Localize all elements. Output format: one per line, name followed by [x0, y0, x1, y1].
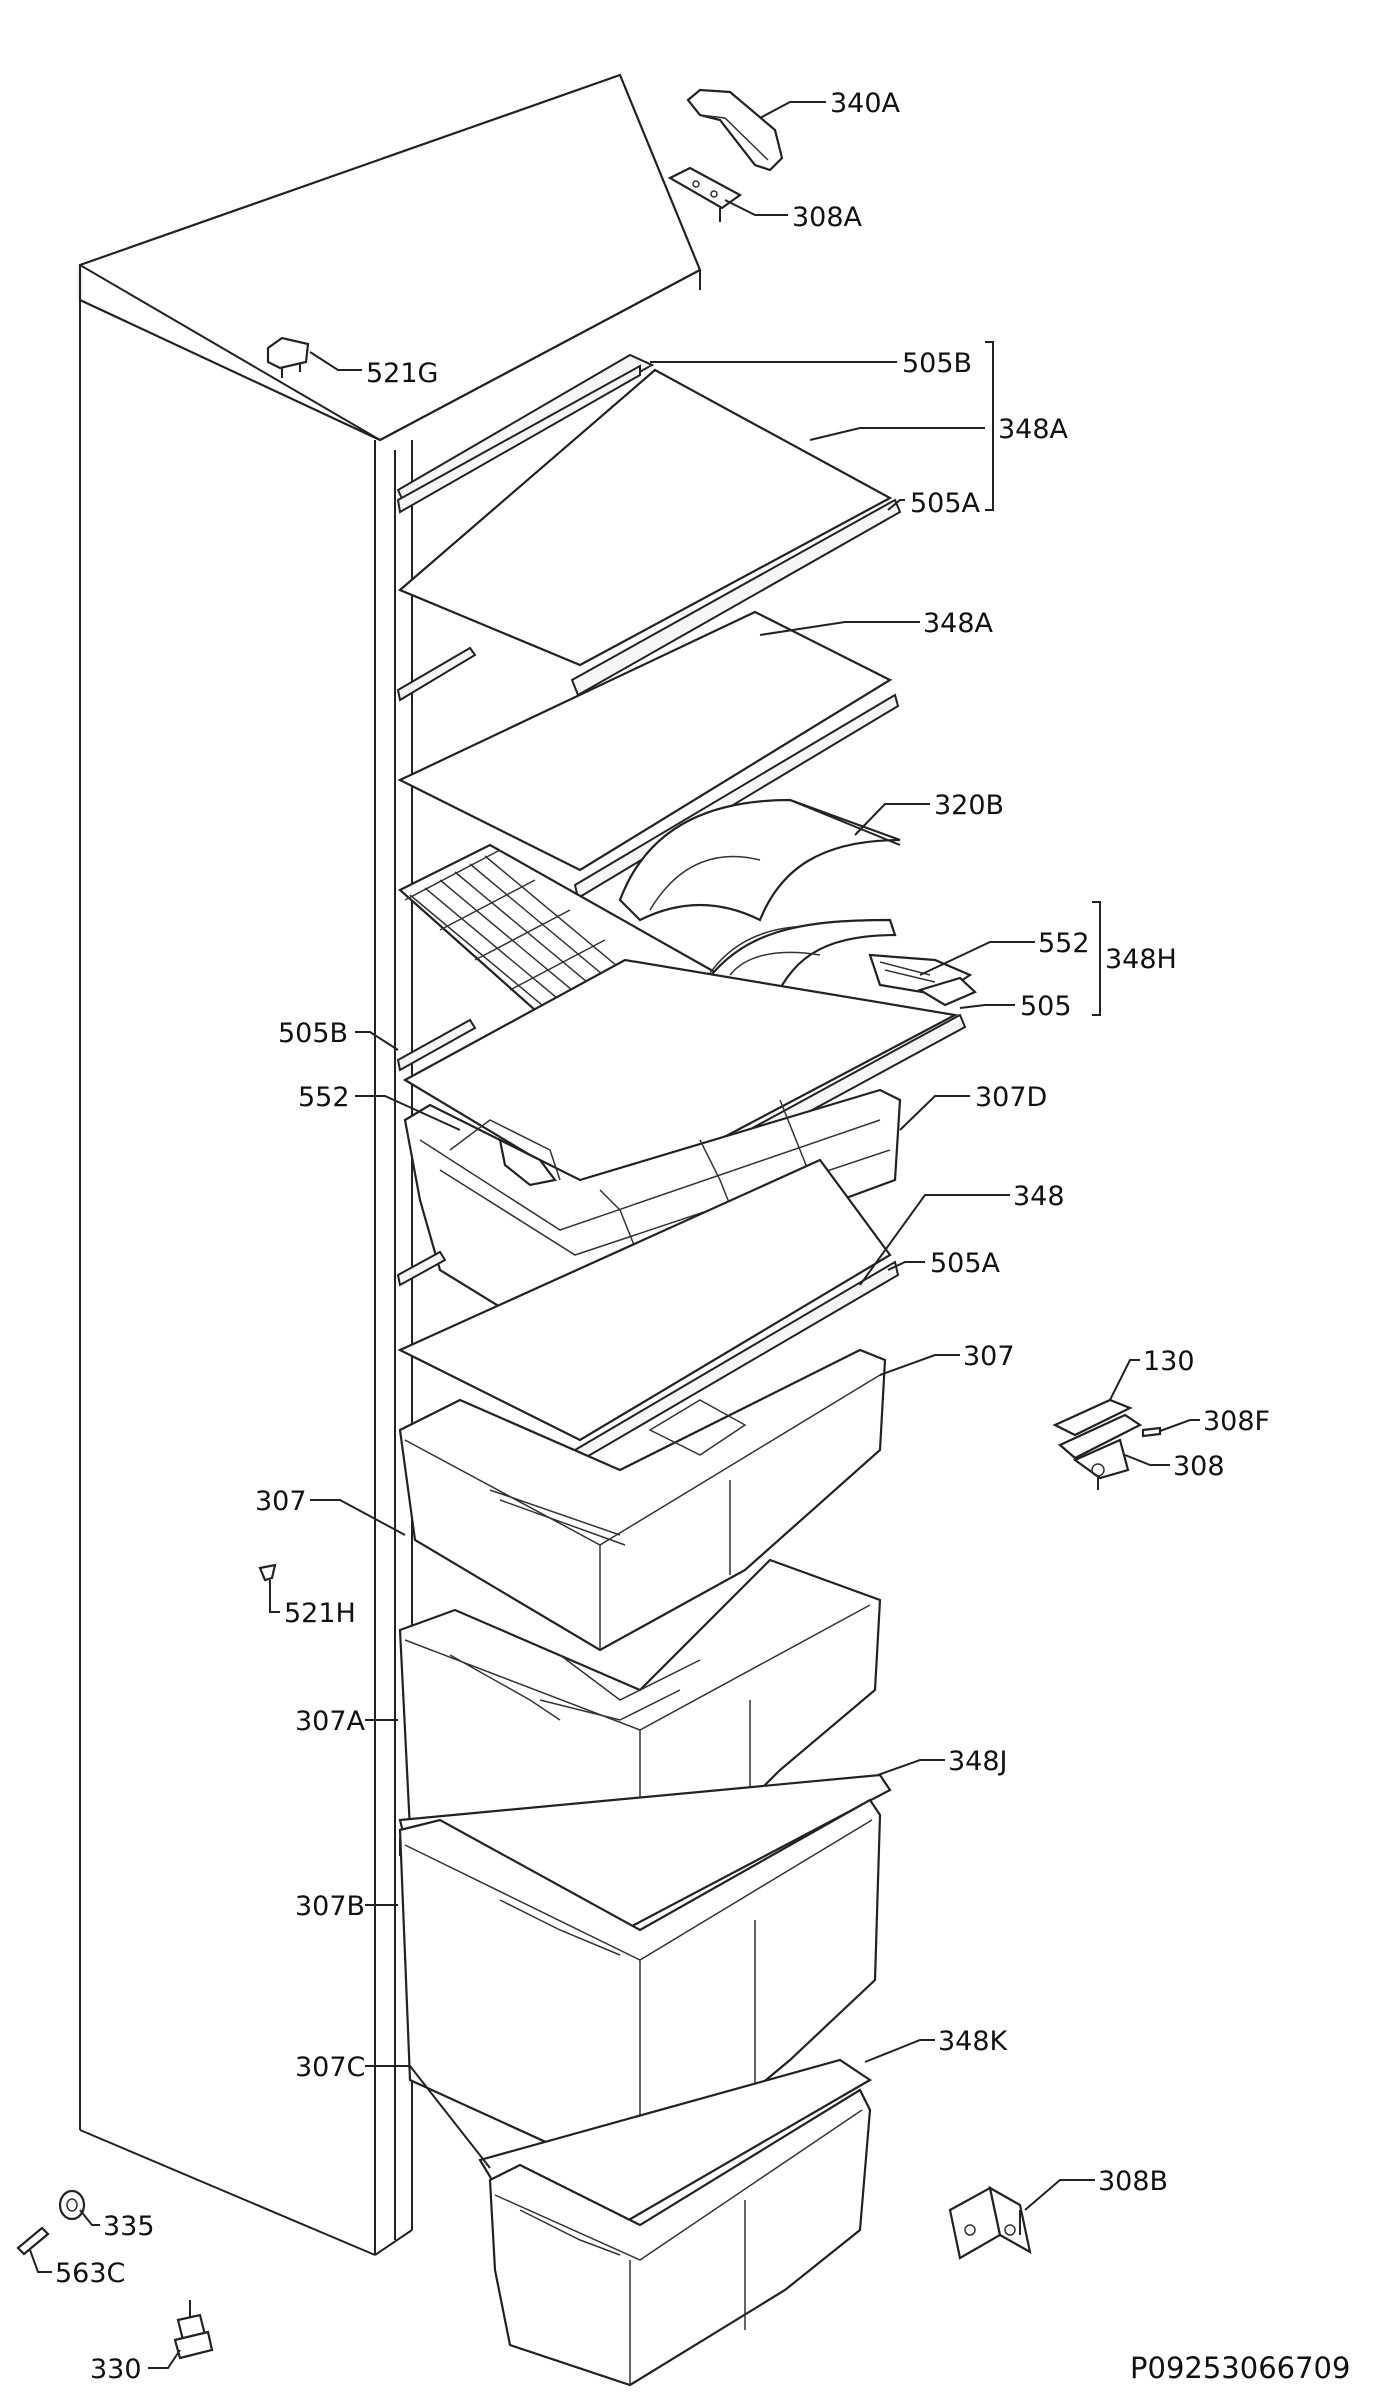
label-320B: 320B: [934, 790, 1004, 821]
group-brackets: [985, 341, 1101, 1016]
label-521G: 521G: [366, 358, 438, 389]
bin-307-upper: [398, 1348, 887, 1652]
label-348A-top: 348A: [998, 414, 1069, 445]
label-348K: 348K: [938, 2026, 1009, 2057]
part-308B-bracket: [948, 2185, 1032, 2260]
bin-307C: [488, 2088, 872, 2387]
label-307B: 307B: [295, 1891, 365, 1922]
bin-307B: [398, 1798, 882, 2187]
label-521H: 521H: [284, 1598, 356, 1629]
part-130-308-hinge: [1052, 1398, 1162, 1490]
label-348: 348: [1013, 1181, 1065, 1212]
shelf-348A-top: [396, 353, 902, 697]
label-307A: 307A: [295, 1706, 366, 1737]
part-563C-pin: [16, 2226, 50, 2256]
label-348H: 348H: [1105, 944, 1177, 975]
part-521G-cap: [266, 336, 310, 378]
leader-lines: [29, 101, 1200, 2369]
label-552-right: 552: [1038, 928, 1090, 959]
label-505A-top: 505A: [910, 488, 981, 519]
label-330: 330: [90, 2354, 142, 2385]
part-335-roller: [58, 2189, 86, 2221]
part-521H-screw: [258, 1563, 277, 1582]
label-308B: 308B: [1098, 2166, 1168, 2197]
label-307-right: 307: [963, 1341, 1015, 1372]
part-labels: 340A 308A 521G 505B 348A 505A 348A 320B …: [55, 88, 1350, 2385]
part-340A-handle: [686, 88, 784, 172]
label-348A-second: 348A: [923, 608, 994, 639]
label-563C: 563C: [55, 2258, 125, 2289]
label-308F: 308F: [1203, 1406, 1270, 1437]
label-307D: 307D: [975, 1082, 1047, 1113]
label-348J: 348J: [948, 1746, 1008, 1777]
label-505B-left: 505B: [278, 1018, 348, 1049]
label-130: 130: [1143, 1346, 1195, 1377]
shelf-348: [396, 1158, 900, 1464]
label-505A-mid: 505A: [930, 1248, 1001, 1279]
label-505: 505: [1020, 991, 1072, 1022]
label-308A: 308A: [792, 202, 863, 233]
label-552-left: 552: [298, 1082, 350, 1113]
label-340A: 340A: [830, 88, 901, 119]
label-307-left: 307: [255, 1486, 307, 1517]
label-308: 308: [1173, 1451, 1225, 1482]
label-307C: 307C: [295, 2052, 365, 2083]
label-335: 335: [103, 2211, 155, 2242]
part-330-foot: [173, 2300, 214, 2360]
part-308A-hinge: [667, 166, 743, 222]
picture-id: P09253066709: [1130, 2351, 1350, 2385]
label-505B-top: 505B: [902, 348, 972, 379]
